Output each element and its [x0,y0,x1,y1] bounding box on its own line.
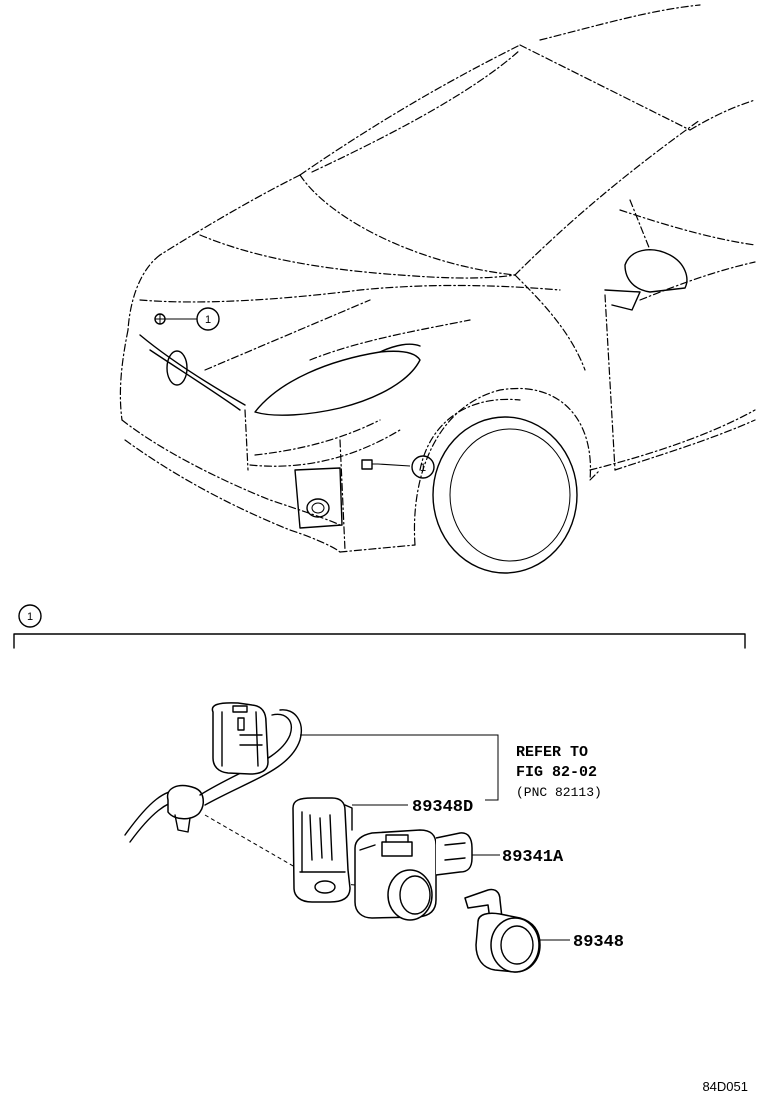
part-number-89341A: 89341A [502,848,564,867]
reference-line-3: (PNC 82113) [516,785,602,800]
connection-line [204,814,301,871]
reference-line-1: REFER TO [516,744,588,761]
section-header: 1 [13,604,746,649]
wire-harness-connector [124,702,499,843]
reference-line-2: FIG 82-02 [516,764,597,781]
part-89348D-retainer: 89348D [292,797,473,903]
callout-number: 1 [420,462,426,474]
vehicle-front-illustration [119,4,756,574]
figure-code: 84D051 [702,1079,748,1094]
reference-note: REFER TO FIG 82-02 (PNC 82113) [516,744,602,800]
callout-corner-sensor: 1 [411,455,435,479]
part-number-89348D: 89348D [412,798,473,817]
part-89348-cap: 89348 [464,888,624,973]
part-number-89348: 89348 [573,933,624,952]
section-number: 1 [27,611,33,623]
callout-number: 1 [205,314,211,326]
section-bracket [13,633,746,649]
callout-front-sensor: 1 [196,307,220,331]
part-89341A-sensor: 89341A [354,829,564,921]
